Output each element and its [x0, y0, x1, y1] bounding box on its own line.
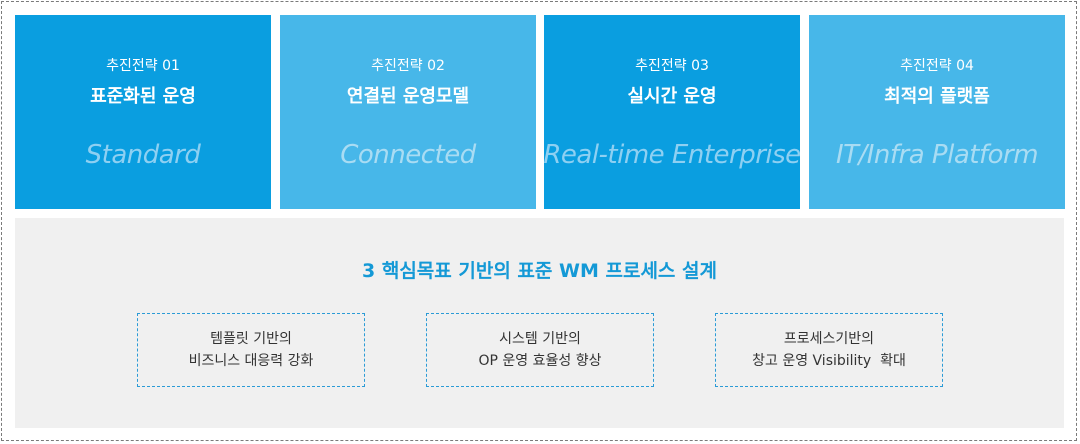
goal-line: 시스템 기반의: [499, 331, 581, 347]
core-goals-panel: 3 핵심목표 기반의 표준 WM 프로세스 설계 템플릿 기반의 비즈니스 대응…: [15, 218, 1064, 428]
strategy-label: 추진전략 03: [635, 58, 709, 74]
strategy-title: 최적의 플랫폼: [884, 86, 990, 107]
strategy-title: 표준화된 운영: [90, 86, 196, 107]
strategy-label: 추진전략 02: [371, 58, 445, 74]
strategy-title: 실시간 운영: [627, 86, 717, 107]
goal-box-process: 프로세스기반의 창고 운영 Visibility 확대: [715, 313, 943, 387]
strategy-subtitle: Real-time Enterprise: [543, 140, 801, 170]
goal-box-template: 템플릿 기반의 비즈니스 대응력 강화: [137, 313, 365, 387]
goal-line: 비즈니스 대응력 강화: [188, 353, 314, 369]
strategy-label: 추진전략 01: [106, 58, 180, 74]
strategy-subtitle: Connected: [340, 140, 476, 170]
strategy-subtitle: Standard: [85, 140, 201, 170]
strategy-card-02: 추진전략 02 연결된 운영모델 Connected: [280, 15, 536, 209]
goal-box-system: 시스템 기반의 OP 운영 효율성 향상: [426, 313, 654, 387]
goal-line: 프로세스기반의: [783, 331, 875, 347]
strategy-subtitle: IT/Infra Platform: [835, 140, 1039, 170]
goal-line: 창고 운영 Visibility 확대: [752, 353, 906, 369]
strategy-card-01: 추진전략 01 표준화된 운영 Standard: [15, 15, 271, 209]
strategy-title: 연결된 운영모델: [346, 86, 470, 107]
strategy-label: 추진전략 04: [900, 58, 974, 74]
goal-line: OP 운영 효율성 향상: [478, 353, 602, 369]
goals-heading: 3 핵심목표 기반의 표준 WM 프로세스 설계: [362, 260, 717, 282]
strategy-card-04: 추진전략 04 최적의 플랫폼 IT/Infra Platform: [809, 15, 1065, 209]
strategy-card-03: 추진전략 03 실시간 운영 Real-time Enterprise: [543, 15, 801, 209]
goal-line: 템플릿 기반의: [210, 331, 292, 347]
